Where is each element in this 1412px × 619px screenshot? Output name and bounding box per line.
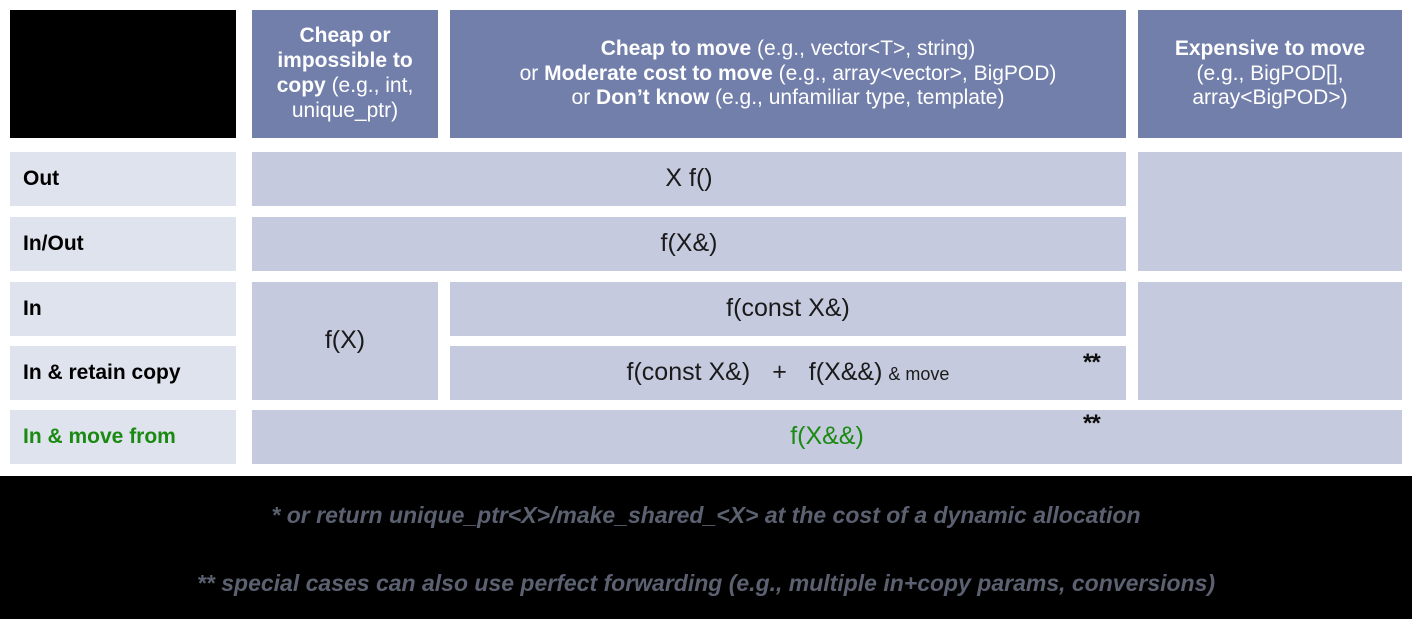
cell-in-copy-merged-text: f(X) — [324, 326, 366, 355]
cell-retain-left-text: f(const X&) — [626, 358, 751, 387]
column-header-cheap-move-line3: or Don’t know (e.g., unfamiliar type, te… — [520, 86, 1057, 111]
moderate-prefix: or — [519, 61, 545, 85]
cell-out-main-text: X f() — [665, 164, 713, 193]
row-label-in-move-from: In & move from — [10, 410, 236, 464]
footnote-single-asterisk: * or return unique_ptr<X>/make_shared_<X… — [271, 502, 1141, 528]
column-header-cheap-move: Cheap to move (e.g., vector<T>, string) … — [450, 10, 1126, 138]
row-label-out-text: Out — [23, 166, 60, 190]
row-label-in-out-text: In/Out — [23, 231, 84, 255]
asterisk-move-from: ** — [1083, 410, 1101, 437]
row-label-out: Out — [10, 152, 236, 206]
dontknow-prefix: or — [571, 86, 597, 110]
cell-move-from-main-text: f(X&&) — [790, 422, 864, 451]
column-header-cheap-move-line1: Cheap to move (e.g., vector<T>, string) — [520, 37, 1057, 62]
row-label-in-move-from-text: In & move from — [23, 424, 176, 448]
dontknow-bold: Don’t know — [596, 86, 710, 110]
table-corner-blank — [10, 10, 236, 138]
column-header-cheap-copy: Cheap or impossible to copy (e.g., int, … — [252, 10, 438, 138]
row-label-in: In — [10, 282, 236, 336]
expensive-move-line3: array<BigPOD>) — [1192, 86, 1348, 110]
column-header-cheap-copy-rest: (e.g., int, unique_ptr) — [291, 74, 414, 122]
moderate-bold: Moderate cost to move — [544, 61, 773, 85]
cell-out-main: X f() — [252, 152, 1126, 206]
cell-in-copy-merged: f(X) — [252, 282, 438, 400]
moderate-rest: (e.g., array<vector>, BigPOD) — [772, 61, 1057, 85]
expensive-move-line1: Expensive to move — [1175, 37, 1365, 62]
expensive-move-line2: (e.g., BigPOD[], — [1196, 61, 1344, 85]
row-label-in-text: In — [23, 296, 42, 320]
row-label-in-retain-copy-text: In & retain copy — [23, 360, 181, 384]
column-header-cheap-copy-bold: Cheap or impossible to copy — [276, 24, 413, 97]
dontknow-rest: (e.g., unfamiliar type, template) — [709, 86, 1005, 110]
cell-in-out-main-text: f(X&) — [660, 229, 718, 258]
cell-in-main: f(const X&) — [450, 282, 1126, 336]
cell-retain-note-text: & move — [888, 364, 950, 385]
asterisk-retain-copy: ** — [1083, 349, 1101, 376]
row-label-in-retain-copy: In & retain copy — [10, 346, 236, 400]
cell-retain-copy-main: f(const X&) + f(X&&)& move — [450, 346, 1126, 400]
cheap-move-bold: Cheap to move — [600, 36, 752, 60]
cell-in-out-main: f(X&) — [252, 217, 1126, 271]
cell-retain-plus: + — [772, 358, 787, 387]
cell-in-main-text: f(const X&) — [726, 294, 850, 323]
footnotes-panel: * or return unique_ptr<X>/make_shared_<X… — [0, 476, 1412, 619]
cell-move-from-main: f(X&&) — [252, 410, 1402, 464]
cheap-move-rest: (e.g., vector<T>, string) — [751, 36, 976, 60]
column-header-cheap-move-line2: or Moderate cost to move (e.g., array<ve… — [520, 62, 1057, 87]
cell-expensive-in-retain — [1138, 282, 1402, 400]
row-label-in-out: In/Out — [10, 217, 236, 271]
column-header-expensive-move: Expensive to move (e.g., BigPOD[], array… — [1138, 10, 1402, 138]
expensive-move-bold: Expensive to move — [1174, 36, 1366, 60]
cell-expensive-out-inout — [1138, 152, 1402, 271]
footnote-double-asterisk: ** special cases can also use perfect fo… — [196, 570, 1216, 596]
cell-retain-right-text: f(X&&) — [808, 358, 883, 387]
